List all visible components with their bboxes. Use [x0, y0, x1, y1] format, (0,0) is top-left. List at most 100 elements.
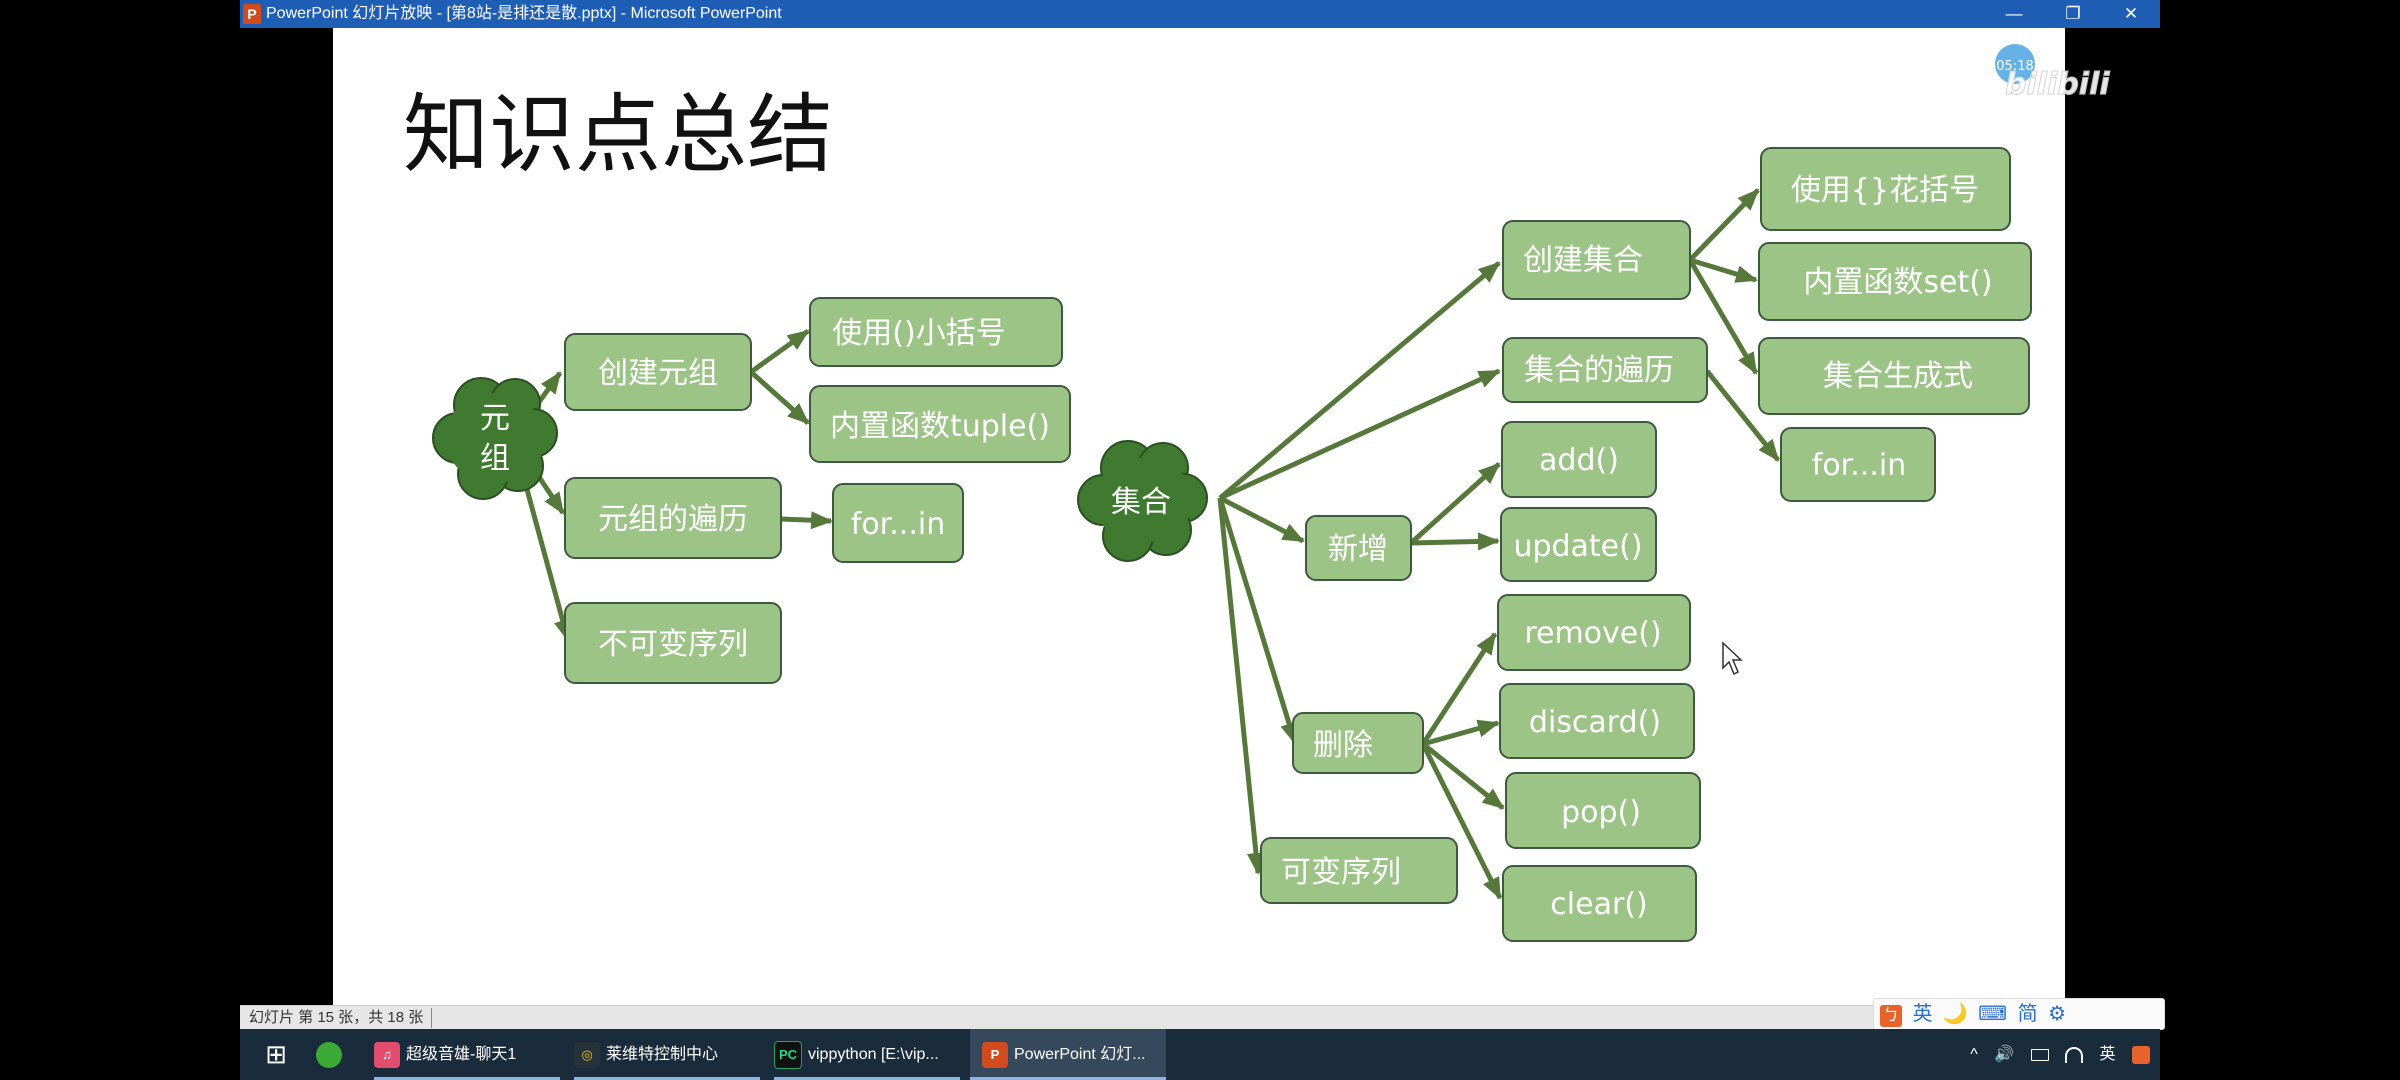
set-delete-remove-label: remove() — [1524, 616, 1661, 651]
arrow — [1217, 497, 1298, 745]
arrow — [780, 511, 833, 530]
set-delete-pop-label: pop() — [1561, 795, 1641, 830]
tuple-root-cloud: 元 组 — [432, 377, 558, 500]
minimize-button[interactable]: — — [2005, 4, 2023, 23]
tuple-create-paren-label: 使用()小括号 — [832, 316, 1005, 351]
ime-simplified-toggle[interactable]: 简 — [2017, 1003, 2038, 1025]
arrow — [1218, 368, 1501, 501]
ime-moon-icon[interactable]: 🌙 — [1942, 1003, 1968, 1025]
ime-lang-toggle[interactable]: 英 — [1912, 1003, 1933, 1025]
set-create-braces-label: 使用{}花括号 — [1791, 173, 1979, 208]
ime-logo-icon: ㄅ — [1880, 1005, 1903, 1027]
arrow — [1420, 742, 1503, 900]
active-underline — [374, 1077, 560, 1080]
set-delete-clear-label: clear() — [1550, 887, 1647, 922]
taskbar-item-label: PowerPoint 幻灯... — [1014, 1046, 1146, 1063]
arrow — [1687, 258, 1759, 375]
taskbar-item-powerpoint[interactable]: P PowerPoint 幻灯... — [970, 1029, 1166, 1080]
timer-badge-icon — [1995, 44, 2035, 84]
taskbar-item-label: 莱维特控制中心 — [606, 1046, 719, 1063]
tuple-root-label-line1: 元 — [480, 401, 510, 436]
set-delete-pop-box — [1505, 772, 1701, 849]
arrow — [1420, 632, 1498, 746]
tuple-create-box — [564, 333, 752, 411]
tuple-root-label-line2: 组 — [480, 441, 510, 476]
set-delete-clear-box — [1502, 865, 1697, 942]
tuple-traverse-box — [564, 477, 782, 559]
ime-settings-icon[interactable]: ⚙ — [2048, 1003, 2066, 1025]
ime-tray-icon[interactable] — [2132, 1045, 2150, 1064]
arrow — [1409, 462, 1501, 545]
set-root-label: 集合 — [1111, 485, 1171, 520]
set-traverse-box — [1502, 337, 1708, 403]
volume-icon[interactable]: 🔊 — [1994, 1046, 2015, 1063]
close-button[interactable]: ✕ — [2123, 4, 2139, 23]
music-app-icon: ♫ — [374, 1041, 400, 1068]
taskbar-item-pycharm[interactable]: PC vippython [E:\vip... — [774, 1029, 960, 1080]
tuple-create-builtin-box — [809, 385, 1071, 463]
tuple-traverse-label: 元组的遍历 — [598, 502, 748, 537]
battery-icon[interactable] — [2030, 1048, 2049, 1061]
tuple-create-paren-box — [809, 297, 1063, 367]
active-underline — [970, 1077, 1166, 1080]
taskbar: ⊞ ♫ 超级音雄-聊天1 ◎ 莱维特控制中心 PC vippython [E:\vip… — [240, 1029, 2160, 1080]
timer-badge-text: 05:18 — [1996, 59, 2033, 74]
arrow — [1705, 369, 1780, 462]
active-underline — [574, 1077, 760, 1080]
status-bar: 幻灯片 第 15 张，共 18 张 — [240, 1005, 2160, 1030]
set-delete-remove-box — [1497, 594, 1691, 671]
pycharm-icon: PC — [774, 1040, 802, 1069]
system-tray: ^ 🔊 英 — [1958, 1029, 2150, 1080]
window-title: PowerPoint 幻灯片放映 - [第8站-是排还是散.pptx] - Mi… — [266, 5, 782, 22]
arrow — [1217, 497, 1265, 875]
slide-counter: 幻灯片 第 15 张，共 18 张 — [249, 1008, 433, 1028]
set-root-cloud: 集合 — [1077, 440, 1208, 562]
arrow — [1410, 532, 1500, 551]
edge-browser-button[interactable] — [316, 1029, 356, 1080]
taskbar-item-label: 超级音雄-聊天1 — [406, 1046, 517, 1063]
mouse-cursor-icon — [1722, 641, 1743, 676]
set-comprehension-box — [1758, 337, 2030, 415]
arrow — [749, 370, 810, 425]
set-add-update-label: update() — [1513, 529, 1642, 564]
set-add-add-label: add() — [1539, 443, 1619, 478]
start-button[interactable]: ⊞ — [265, 1039, 287, 1069]
taskbar-item-chat[interactable]: ♫ 超级音雄-聊天1 — [374, 1029, 560, 1080]
tuple-forin-label: for...in — [851, 507, 945, 542]
arrow — [749, 328, 810, 375]
tray-chevron-icon[interactable]: ^ — [1970, 1046, 1978, 1063]
slide-canvas[interactable]: 知识点总结 — [333, 28, 2065, 1005]
connector-arrows — [510, 188, 1780, 900]
taskbar-item-control-center[interactable]: ◎ 莱维特控制中心 — [574, 1029, 760, 1080]
ime-toolbar[interactable]: ㄅ 英 🌙 ⌨ 简 ⚙ — [1873, 998, 2165, 1030]
set-delete-discard-box — [1499, 683, 1695, 759]
wifi-icon[interactable] — [2065, 1046, 2084, 1063]
arrow — [1218, 261, 1501, 500]
ime-keyboard-icon[interactable]: ⌨ — [1978, 1003, 2008, 1025]
powerpoint-icon: P — [982, 1041, 1008, 1068]
arrow — [1689, 257, 1758, 283]
set-delete-label: 删除 — [1313, 728, 1373, 763]
browser-icon — [316, 1041, 342, 1068]
mind-map-diagram: 知识点总结 — [403, 85, 2032, 942]
restore-button[interactable]: ❐ — [2065, 4, 2081, 23]
arrow — [1688, 188, 1760, 262]
tuple-create-label: 创建元组 — [598, 356, 718, 391]
set-add-label: 新增 — [1328, 532, 1388, 567]
set-add-update-box — [1500, 507, 1657, 582]
taskbar-item-label: vippython [E:\vip... — [808, 1046, 939, 1063]
control-center-icon: ◎ — [574, 1041, 600, 1068]
set-add-add-box — [1501, 421, 1657, 498]
set-forin-box — [1780, 427, 1936, 502]
set-delete-box — [1292, 712, 1424, 774]
set-create-builtin-label: 内置函数set() — [1803, 265, 1992, 300]
bilibili-logo: bilibili — [2005, 67, 2110, 102]
set-mutable-box — [1260, 837, 1458, 904]
set-create-label: 创建集合 — [1523, 243, 1643, 278]
set-mutable-label: 可变序列 — [1281, 855, 1401, 890]
window-title-bar: P PowerPoint 幻灯片放映 - [第8站-是排还是散.pptx] - … — [240, 0, 2160, 28]
tray-lang-indicator[interactable]: 英 — [2099, 1046, 2116, 1063]
arrow — [1422, 719, 1500, 747]
set-traverse-label: 集合的遍历 — [1524, 353, 1674, 388]
slide-title: 知识点总结 — [403, 85, 833, 185]
